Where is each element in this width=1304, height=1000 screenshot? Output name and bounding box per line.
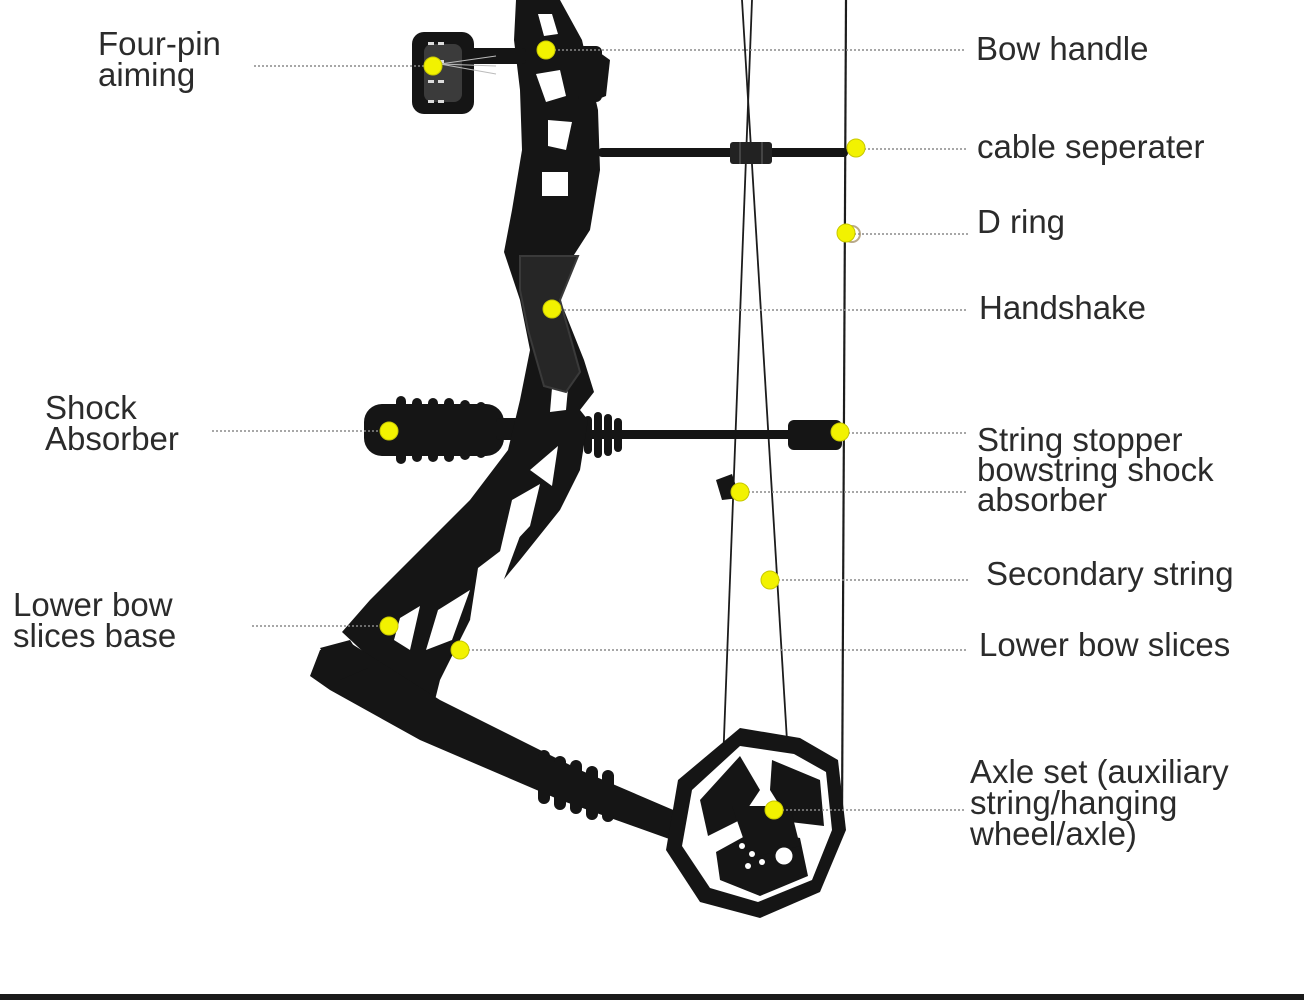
label-bow-handle: Bow handle — [976, 30, 1149, 67]
marker-four-pin — [423, 56, 443, 76]
label-axle-set: Axle set (auxiliary string/hanging wheel… — [970, 753, 1229, 852]
secondary-string-left — [721, 0, 753, 791]
label-shock-absorber: Shock Absorber — [45, 389, 179, 457]
marker-cable — [846, 138, 866, 158]
leader-lines — [212, 49, 968, 811]
label-lower-bow-slices: Lower bow slices — [979, 626, 1231, 663]
cable-seperater-rod — [598, 142, 848, 164]
marker-lower-slices — [450, 640, 470, 660]
label-d-ring: D ring — [977, 203, 1066, 240]
string-stopper-rod — [580, 412, 842, 458]
arrow-rest — [578, 46, 610, 102]
label-secondary-string: Secondary string — [986, 555, 1234, 592]
secondary-string-right — [741, 0, 791, 791]
marker-nock — [730, 482, 750, 502]
label-cable-seperater: cable seperater — [977, 128, 1205, 165]
marker-d-ring — [836, 223, 856, 243]
bow-riser — [342, 0, 600, 712]
bottom-border — [0, 994, 1304, 1000]
marker-secondary — [760, 570, 780, 590]
label-handshake: Handshake — [979, 289, 1146, 326]
main-bowstring — [840, 0, 848, 821]
shock-absorber-part — [364, 396, 522, 464]
marker-string-stopper — [830, 422, 850, 442]
marker-shock-absorber — [379, 421, 399, 441]
label-four-pin-aiming: Four-pin aiming — [98, 25, 221, 93]
cam-wheel — [666, 728, 846, 918]
marker-dots — [379, 40, 866, 820]
label-lower-bow-slices-base: Lower bow slices base — [13, 586, 177, 654]
marker-axle — [764, 800, 784, 820]
bow-strings — [721, 0, 848, 821]
marker-lower-base — [379, 616, 399, 636]
lower-limb — [310, 640, 790, 880]
marker-handshake — [542, 299, 562, 319]
label-string-stopper: String stopper bowstring shock absorber — [977, 421, 1214, 518]
marker-bow-handle — [536, 40, 556, 60]
